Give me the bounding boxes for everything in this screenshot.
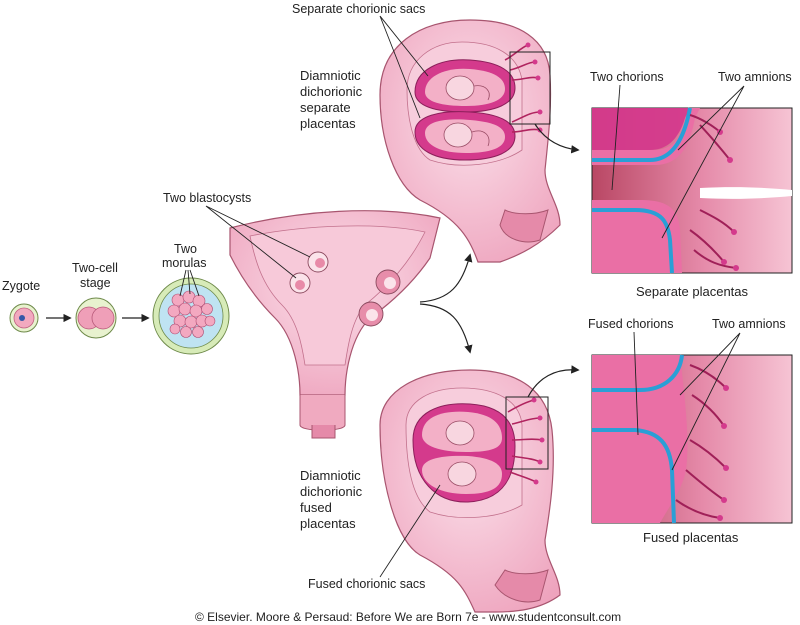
fused-placentas-inset	[591, 354, 793, 524]
blastocysts	[289, 251, 401, 327]
arrow-to-fused-placentas	[419, 303, 473, 354]
uterus-figure	[229, 210, 441, 439]
top-callout-arrow	[534, 123, 580, 154]
two-amnions-top-label: Two amnions	[718, 70, 792, 84]
two-cell-figure	[75, 297, 117, 339]
fused-sacs-label: Fused chorionic sacs	[308, 577, 425, 591]
bottom-callout-arrow	[527, 365, 580, 398]
top-uterus-figure	[379, 19, 561, 263]
fused-sacs-leader	[379, 484, 441, 578]
separate-placentas-inset	[591, 107, 793, 274]
two-morulas-label-line1: Two	[174, 242, 197, 256]
copyright-footer: © Elsevier. Moore & Persaud: Before We a…	[195, 610, 621, 624]
top-desc-line4: placentas	[300, 116, 356, 131]
zygote-figure	[9, 303, 39, 333]
top-callout-box	[509, 51, 551, 125]
two-amnions-bottom-label: Two amnions	[712, 317, 786, 331]
bottom-uterus-figure	[379, 369, 561, 613]
morulas-leader	[179, 269, 200, 297]
two-morulas-figure	[152, 277, 230, 355]
two-chorions-label: Two chorions	[590, 70, 664, 84]
two-morulas-label-line2: morulas	[162, 256, 206, 270]
two-amnions-bottom-leader	[671, 332, 741, 471]
two-blastocysts-label: Two blastocysts	[163, 191, 251, 205]
arrow-to-separate-placentas	[419, 253, 473, 303]
top-desc-line1: Diamniotic	[300, 68, 361, 83]
fused-placentas-label: Fused placentas	[643, 530, 739, 545]
bottom-callout-box	[505, 396, 549, 470]
separate-sacs-leader	[379, 15, 429, 119]
bottom-desc-line1: Diamniotic	[300, 468, 361, 483]
two-cell-label-line1: Two-cell	[72, 261, 118, 275]
zygote-label: Zygote	[2, 279, 40, 293]
blastocysts-leader	[205, 205, 311, 279]
separate-sacs-label: Separate chorionic sacs	[292, 2, 425, 16]
bottom-desc-line2: dichorionic	[300, 484, 363, 499]
fused-chorions-label: Fused chorions	[588, 317, 673, 331]
bottom-desc-line4: placentas	[300, 516, 356, 531]
two-amnions-top-leader	[661, 85, 745, 239]
two-cell-label-line2: stage	[80, 276, 111, 290]
fused-chorions-leader	[633, 331, 639, 436]
top-desc-line2: dichorionic	[300, 84, 363, 99]
top-desc-line3: separate	[300, 100, 351, 115]
separate-placentas-label: Separate placentas	[636, 284, 749, 299]
two-chorions-leader	[611, 84, 621, 191]
bottom-desc-line3: fused	[300, 500, 332, 515]
